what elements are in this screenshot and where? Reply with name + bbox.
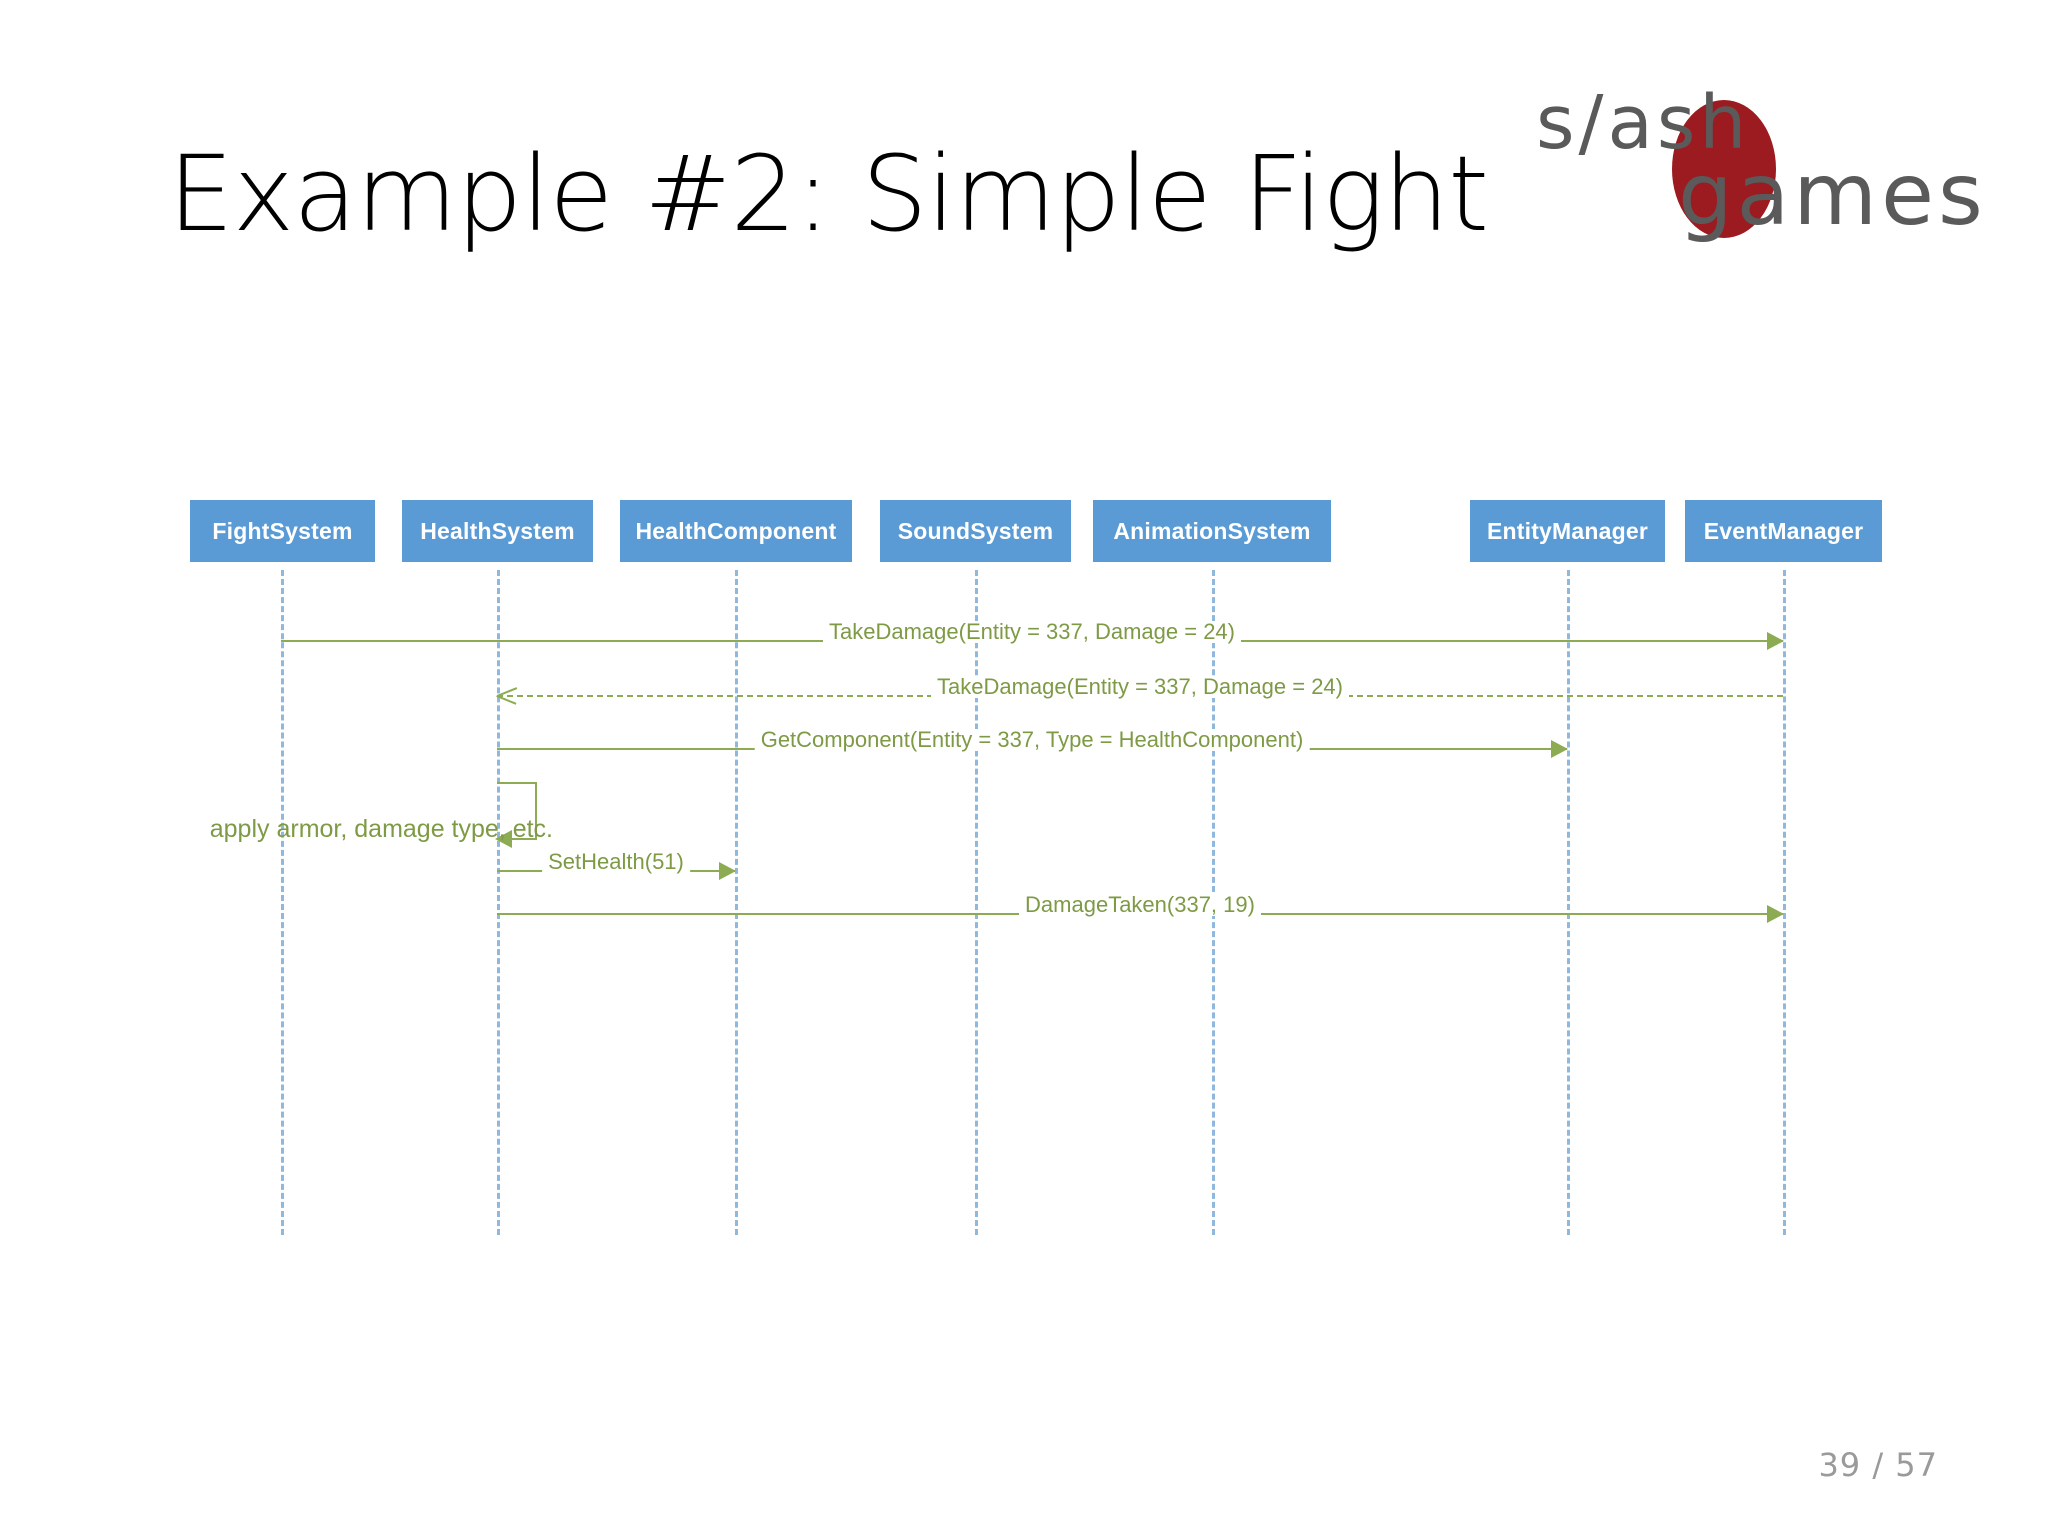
- sequence-diagram: FightSystem HealthSystem HealthComponent So…: [180, 500, 1900, 1260]
- logo-line2: games: [1678, 145, 1987, 245]
- arrowhead-right-icon: [719, 862, 736, 880]
- lifeline-soundsystem: [975, 570, 978, 1235]
- participant-fightsystem[interactable]: FightSystem: [190, 500, 375, 562]
- message-label: GetComponent(Entity = 337, Type = Health…: [754, 729, 1310, 751]
- selfcall-segment-bottom: [497, 838, 537, 840]
- message-label: TakeDamage(Entity = 337, Damage = 24): [822, 621, 1242, 643]
- msg-takedamage-event: TakeDamage(Entity = 337, Damage = 24): [281, 621, 1784, 650]
- participant-soundsystem[interactable]: SoundSystem: [880, 500, 1071, 562]
- participant-label: SoundSystem: [897, 517, 1054, 544]
- message-label: TakeDamage(Entity = 337, Damage = 24): [930, 676, 1350, 698]
- participant-label: FightSystem: [212, 517, 353, 544]
- arrowhead-left-icon: [495, 830, 512, 848]
- page-title: Example #2: Simple Fight: [168, 133, 1489, 255]
- msg-getcomponent: GetComponent(Entity = 337, Type = Health…: [497, 729, 1568, 758]
- participant-healthcomponent[interactable]: HealthComponent: [620, 500, 852, 562]
- arrowhead-right-icon: [1767, 632, 1784, 650]
- message-label: DamageTaken(337, 19): [1019, 894, 1261, 916]
- message-label: SetHealth(51): [542, 851, 690, 873]
- participant-label: HealthSystem: [420, 517, 575, 544]
- msg-takedamage-callback: TakeDamage(Entity = 337, Damage = 24): [497, 676, 1783, 698]
- lifeline-healthcomponent: [735, 570, 738, 1235]
- page-number: 39 / 57: [1818, 1446, 1938, 1484]
- participant-label: EntityManager: [1486, 517, 1649, 544]
- selfcall-segment-right: [535, 782, 537, 840]
- participant-label: AnimationSystem: [1113, 517, 1311, 544]
- participant-label: EventManager: [1703, 517, 1864, 544]
- participant-label: HealthComponent: [635, 517, 837, 544]
- participant-healthsystem[interactable]: HealthSystem: [402, 500, 593, 562]
- lifeline-healthsystem: [497, 570, 500, 1235]
- logo-line1: s/ash: [1536, 80, 1751, 166]
- arrowhead-left-open-icon: [497, 685, 517, 705]
- arrowhead-right-icon: [1551, 740, 1568, 758]
- lifeline-fightsystem: [281, 570, 284, 1235]
- selfcall-segment-top: [497, 782, 537, 784]
- logo-accent-ellipse: [1672, 100, 1776, 238]
- participant-animationsystem[interactable]: AnimationSystem: [1093, 500, 1331, 562]
- lifeline-eventmanager: [1783, 570, 1786, 1235]
- participant-entitymanager[interactable]: EntityManager: [1470, 500, 1665, 562]
- selfcall-apply-armor: apply armor, damage type, etc.: [210, 782, 553, 848]
- arrowhead-right-icon: [1767, 905, 1784, 923]
- participant-eventmanager[interactable]: EventManager: [1685, 500, 1882, 562]
- msg-sethealth: SetHealth(51): [497, 851, 736, 880]
- msg-damagetaken: DamageTaken(337, 19): [497, 894, 1784, 923]
- selfcall-note: apply armor, damage type, etc.: [209, 815, 553, 843]
- lifeline-entitymanager: [1567, 570, 1570, 1235]
- slash-games-logo: s/ash games: [1530, 60, 2040, 250]
